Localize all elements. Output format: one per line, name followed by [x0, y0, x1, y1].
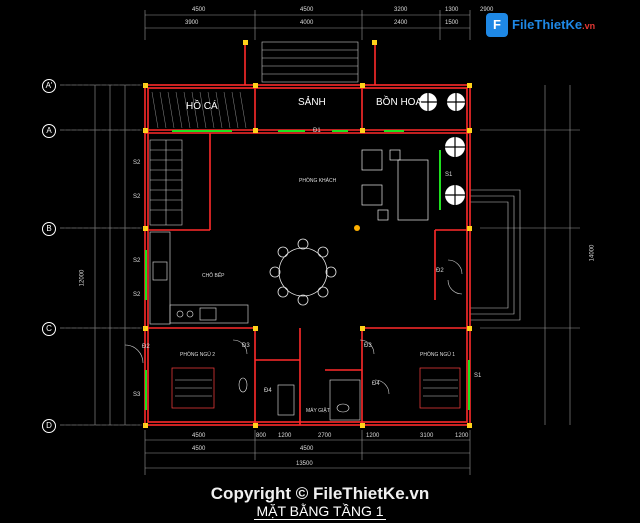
right-steps — [470, 189, 521, 321]
left-dimension-lines — [60, 84, 140, 426]
bottom-dimension-lines — [144, 430, 471, 475]
room-label-sanh: SẢNH — [298, 97, 326, 108]
dim-bot-2: 800 — [256, 433, 267, 439]
planters — [419, 93, 465, 205]
room-label-may-giat: MÁY GIẶT — [306, 408, 330, 414]
tag-s2-3: S2 — [133, 258, 141, 264]
tag-s3: S3 — [133, 392, 141, 398]
dim-bot-5: 1200 — [366, 433, 380, 439]
dim-top-2: 4500 — [300, 7, 314, 13]
sofa-set — [361, 149, 429, 221]
logo-file-icon: F — [486, 13, 508, 37]
dim-bot-7: 1200 — [455, 433, 469, 439]
tag-d3-right: Đ3 — [364, 343, 372, 349]
room-label-phong-ngu-1: PHÒNG NGỦ 1 — [420, 352, 456, 358]
tag-d4-right: Đ4 — [372, 381, 380, 387]
axis-bubble-c: C — [42, 322, 56, 336]
room-label-phong-khach: PHÒNG KHÁCH — [299, 178, 337, 184]
axis-bubble-d: D — [42, 419, 56, 433]
site-logo[interactable]: F FileThietKe.vn — [486, 13, 614, 39]
dim-bot-1: 4500 — [192, 433, 206, 439]
dim-top-1: 4500 — [192, 7, 206, 13]
room-label-cho-bep: CHỖ BẾP — [202, 273, 225, 279]
logo-text: FileThietKe.vn — [512, 17, 596, 32]
entrance-steps — [261, 41, 359, 83]
room-label-bon-hoa: BỒN HOA — [376, 97, 423, 108]
dim-right-total: 14000 — [589, 244, 596, 262]
light-fixture — [354, 225, 360, 231]
tag-d3-left: Đ3 — [242, 343, 250, 349]
dim-bot-total: 13500 — [296, 461, 313, 467]
dim-bot-3: 1200 — [278, 433, 292, 439]
dim-left-total: 12000 — [79, 269, 86, 287]
beds — [171, 367, 461, 409]
fish-pond-hatch — [151, 91, 247, 129]
columns — [143, 40, 472, 428]
dim-top2-4: 1500 — [445, 20, 459, 26]
drawing-title: MẶT BẰNG TẦNG 1 — [0, 503, 640, 520]
dim-bot-6: 3100 — [420, 433, 434, 439]
grid-axes — [60, 84, 145, 426]
tag-s2-1: S2 — [133, 160, 141, 166]
axis-bubble-b: B — [42, 222, 56, 236]
tag-d4-left: Đ4 — [264, 388, 272, 394]
room-label-phong-ngu-2: PHÒNG NGỦ 2 — [180, 352, 216, 358]
tag-s2-2: S2 — [133, 194, 141, 200]
dim-top-4: 1300 — [445, 7, 459, 13]
copyright-watermark: Copyright © FileThietKe.vn — [210, 484, 430, 503]
dim-bot2-1: 4500 — [192, 446, 206, 452]
tag-s1-upper: S1 — [445, 172, 453, 178]
tag-s2-4: S2 — [133, 292, 141, 298]
dim-bot-4: 2700 — [318, 433, 332, 439]
dim-bot2-2: 4500 — [300, 446, 314, 452]
room-label-ho-ca: HỒ CÁ — [186, 101, 218, 112]
dim-top-3: 3200 — [394, 7, 408, 13]
walls — [144, 42, 471, 426]
dim-top2-2: 4000 — [300, 20, 314, 26]
door-swings — [124, 259, 463, 395]
staircase — [149, 139, 183, 226]
tag-d1: Đ1 — [313, 128, 321, 134]
planter-leaves — [419, 93, 465, 205]
tag-d2-left: Đ2 — [142, 344, 150, 350]
dim-top-5: 2900 — [480, 7, 494, 13]
wc-fixtures — [238, 377, 361, 421]
dim-top2-1: 3900 — [185, 20, 199, 26]
axis-bubble-a: A — [42, 124, 56, 138]
kitchen-counter — [149, 231, 249, 325]
windows — [145, 130, 470, 410]
bed-hatch — [175, 379, 458, 397]
dim-top2-3: 2400 — [394, 20, 408, 26]
drawing-title-text: MẶT BẰNG TẦNG 1 — [254, 503, 386, 520]
axis-bubble-a-prime: A' — [42, 79, 56, 93]
top-dimension-lines — [144, 10, 471, 40]
tag-s1-lower: S1 — [474, 373, 482, 379]
tag-d2-right: Đ2 — [436, 268, 444, 274]
right-dimension-lines — [480, 85, 580, 425]
dining-table — [269, 238, 337, 306]
